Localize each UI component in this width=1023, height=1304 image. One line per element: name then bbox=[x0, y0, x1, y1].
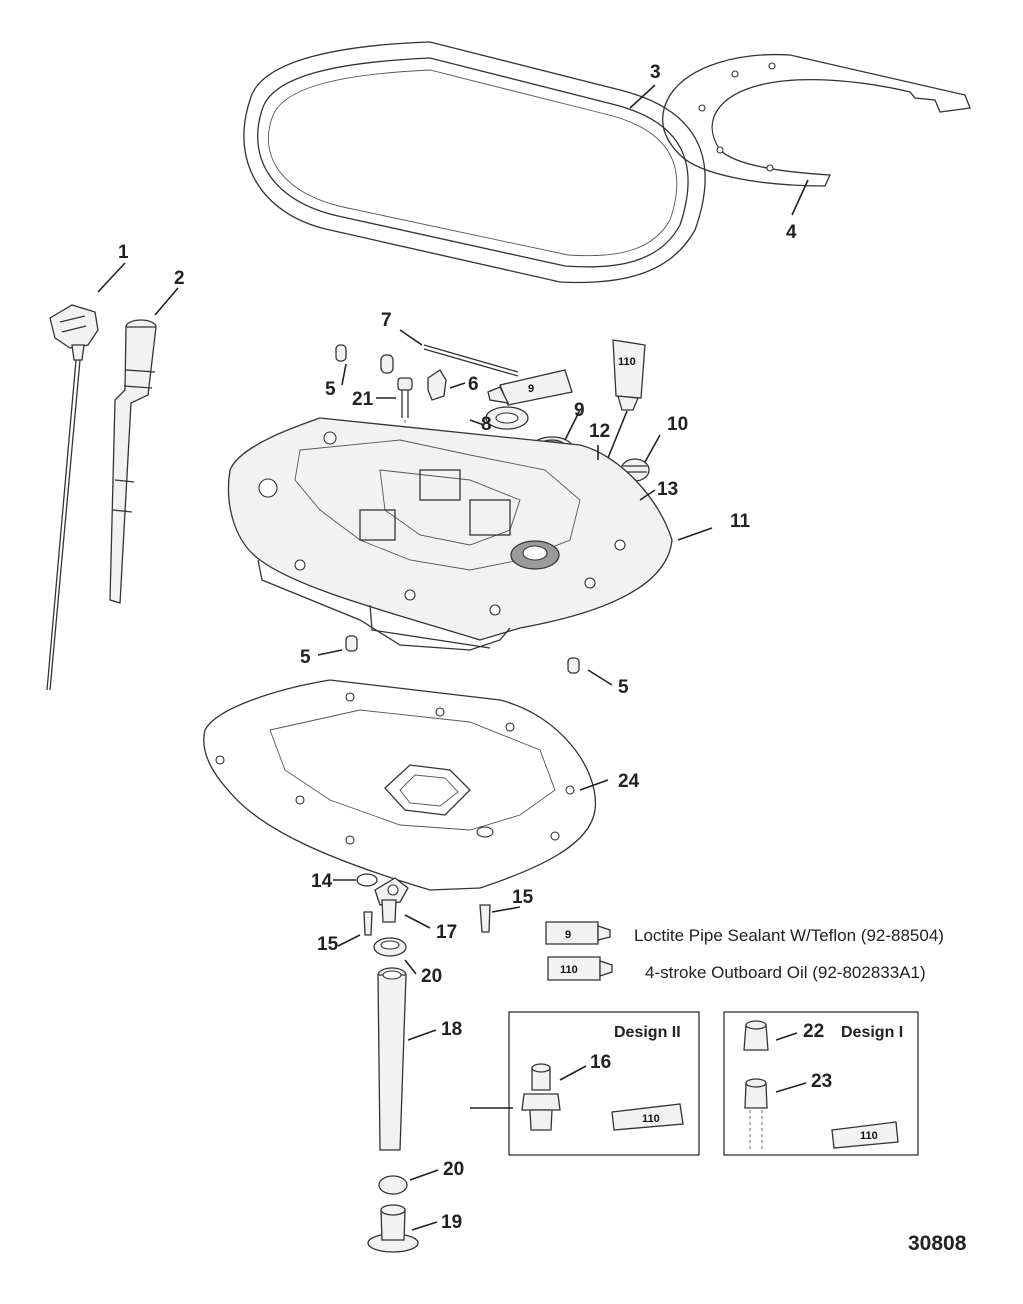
part-7-rod bbox=[423, 344, 519, 377]
part-24-gasket bbox=[203, 679, 597, 891]
leader-line bbox=[775, 1082, 807, 1093]
callout-16: 16 bbox=[590, 1052, 611, 1073]
part-19-grommet bbox=[367, 1204, 419, 1253]
leader-lines bbox=[97, 84, 809, 1231]
callout-21: 21 bbox=[352, 389, 374, 410]
leader-line bbox=[449, 382, 466, 389]
leader-line bbox=[564, 409, 581, 441]
callout-7: 7 bbox=[381, 310, 392, 331]
design-i-tube-label: 110 bbox=[860, 1130, 878, 1142]
leader-line bbox=[469, 419, 485, 426]
part-5-dowel-pins-lower bbox=[345, 635, 580, 674]
callout-4: 4 bbox=[786, 222, 797, 243]
legend-tube-110-label: 110 bbox=[560, 964, 578, 976]
callout-5-left: 5 bbox=[300, 647, 311, 668]
legend-oil: 110 4-stroke Outboard Oil (92-802833A1) bbox=[547, 956, 926, 982]
callout-1: 1 bbox=[118, 242, 129, 263]
design-ii-title: Design II bbox=[614, 1024, 681, 1041]
callouts: 1 2 3 4 5 5 5 6 7 8 9 10 11 12 13 14 15 … bbox=[118, 62, 832, 1233]
part-14-o-ring bbox=[356, 873, 378, 887]
part-17-fitting bbox=[374, 877, 409, 923]
callout-20-lower: 20 bbox=[443, 1159, 464, 1180]
part-1-dipstick bbox=[46, 304, 99, 691]
leader-line bbox=[491, 906, 521, 913]
callout-2: 2 bbox=[174, 268, 185, 289]
part-8-washer bbox=[485, 406, 529, 430]
callout-12: 12 bbox=[589, 421, 610, 442]
callout-17: 17 bbox=[436, 922, 457, 943]
leader-line bbox=[409, 1169, 439, 1181]
callout-20-upper: 20 bbox=[421, 966, 442, 987]
callout-19: 19 bbox=[441, 1212, 462, 1233]
legend-sealant: 9 Loctite Pipe Sealant W/Teflon (92-8850… bbox=[545, 921, 944, 945]
leader-line bbox=[399, 329, 423, 346]
figure-number: 30808 bbox=[908, 1232, 967, 1255]
part-15-screw-left bbox=[363, 911, 373, 936]
legend-oil-text: 4-stroke Outboard Oil (92-802833A1) bbox=[645, 963, 926, 982]
part-4-seal-plate bbox=[661, 53, 971, 187]
leader-line bbox=[404, 914, 431, 929]
callout-23: 23 bbox=[811, 1071, 832, 1092]
part-15-screw-right bbox=[479, 904, 491, 933]
leader-line bbox=[97, 262, 126, 293]
callout-10: 10 bbox=[667, 414, 688, 435]
leader-line bbox=[341, 363, 347, 386]
part-6-fitting bbox=[427, 369, 447, 401]
callout-5-right: 5 bbox=[618, 677, 629, 698]
callout-15-right: 15 bbox=[512, 887, 534, 908]
leader-line bbox=[629, 84, 656, 109]
callout-9: 9 bbox=[574, 400, 585, 421]
leader-line bbox=[154, 287, 179, 316]
legend-tube-9-label: 9 bbox=[565, 929, 571, 941]
callout-5-upper: 5 bbox=[325, 379, 336, 400]
part-3-gasket-ring bbox=[243, 41, 706, 284]
callout-11: 11 bbox=[730, 511, 751, 532]
part-20-ring-upper bbox=[373, 937, 407, 957]
part-20-ring-lower bbox=[378, 1175, 408, 1195]
leader-line bbox=[559, 1065, 587, 1081]
callout-24: 24 bbox=[618, 771, 640, 792]
part-11-adapter-plate bbox=[227, 417, 673, 651]
leader-line bbox=[404, 959, 417, 975]
leader-line bbox=[677, 527, 713, 541]
callout-3: 3 bbox=[650, 62, 661, 83]
leader-line bbox=[407, 1029, 437, 1041]
leader-line bbox=[337, 934, 361, 947]
design-ii-box: Design II 110 bbox=[508, 1011, 700, 1156]
callout-13: 13 bbox=[657, 479, 678, 500]
callout-8: 8 bbox=[481, 414, 492, 435]
part-18-water-tube bbox=[377, 967, 407, 1151]
callout-6: 6 bbox=[468, 374, 479, 395]
leader-line bbox=[775, 1032, 798, 1041]
leader-line bbox=[644, 434, 661, 463]
callout-14: 14 bbox=[311, 871, 333, 892]
part-2-dipstick-tube bbox=[109, 319, 157, 604]
callout-18: 18 bbox=[441, 1019, 462, 1040]
design-i-box: Design I 110 bbox=[723, 1011, 919, 1156]
part-5-dowel-pins-upper bbox=[335, 344, 394, 374]
tube-110-label: 110 bbox=[618, 356, 636, 368]
legend-sealant-text: Loctite Pipe Sealant W/Teflon (92-88504) bbox=[634, 926, 944, 945]
oil-tube-110: 110 bbox=[607, 339, 646, 459]
design-ii-tube-label: 110 bbox=[642, 1113, 660, 1125]
callout-15-left: 15 bbox=[317, 934, 339, 955]
design-i-title: Design I bbox=[841, 1024, 903, 1041]
callout-22: 22 bbox=[803, 1021, 824, 1042]
leader-line bbox=[791, 179, 809, 216]
leader-line bbox=[639, 489, 656, 501]
leader-line bbox=[579, 779, 609, 791]
sealant-tube-9: 9 bbox=[487, 369, 573, 406]
leader-line bbox=[317, 649, 343, 656]
leader-line bbox=[411, 1221, 438, 1231]
tube-9-label: 9 bbox=[528, 383, 534, 395]
leader-line bbox=[587, 669, 613, 686]
